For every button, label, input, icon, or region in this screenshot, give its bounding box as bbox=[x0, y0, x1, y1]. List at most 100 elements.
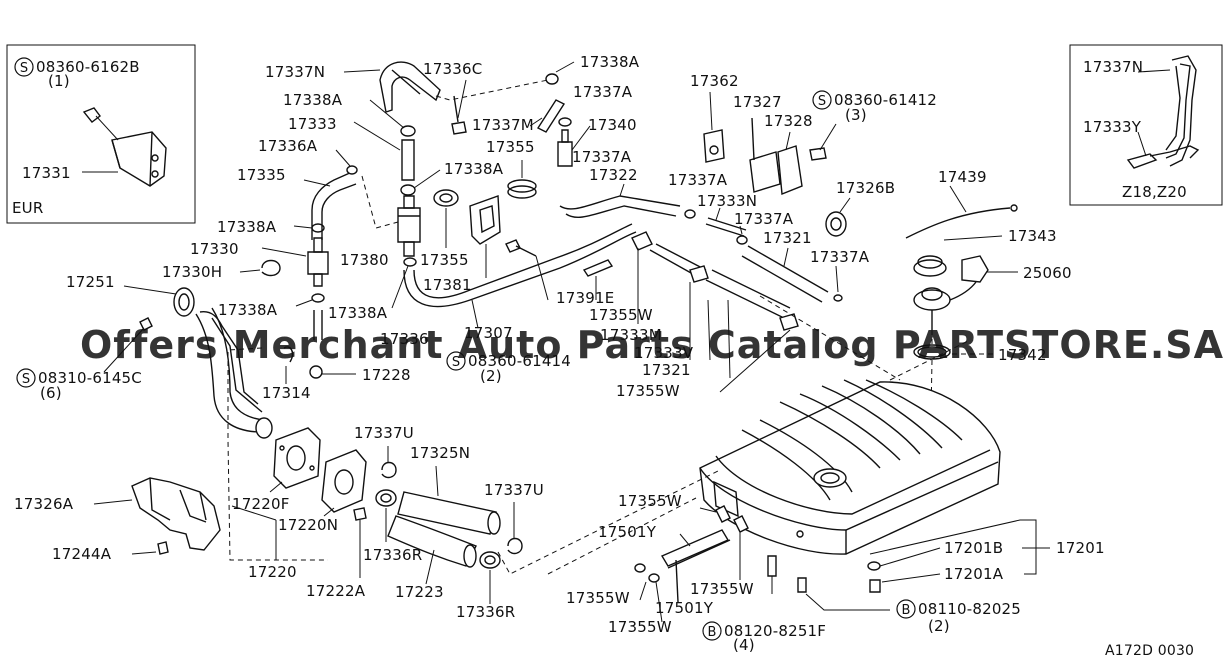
clamp-17355-lower bbox=[433, 189, 459, 248]
label-p17336r_2: 17336R bbox=[456, 603, 515, 621]
circle-letter-b_08120_8251f: B bbox=[708, 625, 717, 640]
label-p17333v: 17333V bbox=[634, 344, 694, 362]
z18-z20-inset-frame bbox=[1069, 44, 1223, 206]
filler-tube bbox=[195, 307, 273, 439]
hose-17321 bbox=[741, 245, 829, 303]
sender-cable-17439 bbox=[905, 185, 1018, 239]
circle-marker-b_08110_82025 bbox=[896, 599, 916, 619]
label-p17337u_1: 17337U bbox=[354, 424, 414, 442]
label-q_4: (4) bbox=[733, 636, 755, 654]
label-p17201b: 17201B bbox=[944, 539, 1003, 557]
clamp-17336r-b bbox=[479, 551, 501, 604]
watermark: Offers Merchant Auto Parts Catalog PARTS… bbox=[80, 323, 1224, 367]
label-p17228: 17228 bbox=[362, 366, 411, 384]
label-p17336a: 17336A bbox=[258, 137, 318, 155]
label-b_08120_8251f: 08120-8251F bbox=[724, 622, 826, 640]
label-q_2_b: (2) bbox=[928, 617, 950, 635]
hose-17335 bbox=[303, 171, 357, 240]
label-p17220: 17220 bbox=[248, 563, 297, 581]
hose-17228 bbox=[309, 310, 356, 379]
label-p17439: 17439 bbox=[938, 168, 987, 186]
dashed-routing bbox=[227, 79, 549, 561]
label-p17337n_b: 17337N bbox=[1083, 58, 1143, 76]
label-p17337a_1: 17337A bbox=[573, 83, 633, 101]
clamp-17337u-b bbox=[507, 502, 523, 555]
label-p17337n: 17337N bbox=[265, 63, 325, 81]
connector-25060 bbox=[949, 255, 1018, 301]
label-p17333y: 17333Y bbox=[1083, 118, 1142, 136]
vent-hoses-17501y bbox=[660, 529, 731, 603]
label-p17244a: 17244A bbox=[52, 545, 112, 563]
clamps-17355w-lower bbox=[634, 563, 663, 623]
hose-17322 bbox=[559, 183, 681, 218]
valve-17340 bbox=[557, 117, 591, 167]
label-p17343: 17343 bbox=[1008, 227, 1057, 245]
circle-letter-s_08310_6145c: S bbox=[22, 372, 30, 387]
label-p17325n: 17325N bbox=[410, 444, 470, 462]
label-p17222a: 17222A bbox=[306, 582, 366, 600]
label-p17326a: 17326A bbox=[14, 495, 74, 513]
shield-17326a bbox=[93, 477, 221, 551]
clip-17391e bbox=[582, 259, 614, 300]
label-eur: EUR bbox=[12, 199, 43, 217]
screw-08310-6145c bbox=[103, 317, 153, 373]
label-p17322: 17322 bbox=[589, 166, 638, 184]
cap-17343 bbox=[913, 235, 1003, 277]
label-q_1_a: (1) bbox=[48, 72, 70, 90]
circle-marker-s_08360_61414 bbox=[446, 351, 466, 371]
bracket-17381 bbox=[469, 195, 501, 278]
label-b_08110_82025: 08110-82025 bbox=[918, 600, 1021, 618]
label-p17340: 17340 bbox=[588, 116, 637, 134]
label-s_08360_6162b: 08360-6162B bbox=[36, 58, 140, 76]
label-p17321_2: 17321 bbox=[642, 361, 691, 379]
eur-inset-frame bbox=[6, 44, 196, 224]
label-p17355_2: 17355 bbox=[420, 251, 469, 269]
label-p17337a_3: 17337A bbox=[668, 171, 728, 189]
bolt-08360-61412 bbox=[809, 123, 837, 161]
circle-marker-s_08310_6145c bbox=[16, 368, 36, 388]
tank-fittings bbox=[699, 505, 890, 611]
filler-neck-z18-z20 bbox=[1126, 55, 1200, 169]
label-p17355w_1: 17355W bbox=[589, 306, 653, 324]
lines-17333 bbox=[631, 231, 799, 393]
label-p17251: 17251 bbox=[66, 273, 115, 291]
label-p17333: 17333 bbox=[288, 115, 337, 133]
label-p17337m: 17337M bbox=[472, 116, 534, 134]
label-p17337a_4: 17337A bbox=[734, 210, 794, 228]
label-p17342: 17342 bbox=[998, 346, 1047, 364]
label-q_6: (6) bbox=[40, 384, 62, 402]
drain-17201 bbox=[867, 519, 1050, 593]
label-p17330: 17330 bbox=[190, 240, 239, 258]
label-p17391e: 17391E bbox=[556, 289, 614, 307]
breather-hose-17333 bbox=[353, 121, 415, 181]
clamp-17355 bbox=[507, 160, 537, 199]
fuel-filter-17380 bbox=[397, 195, 421, 257]
label-p17381: 17381 bbox=[423, 276, 472, 294]
label-p17330h: 17330H bbox=[162, 263, 222, 281]
label-p17335: 17335 bbox=[237, 166, 286, 184]
clamp-17337u-a bbox=[381, 446, 397, 479]
label-p17337a_2: 17337A bbox=[572, 148, 632, 166]
circle-letter-b_08110_82025: B bbox=[902, 603, 911, 618]
grommet-17326b bbox=[825, 197, 851, 237]
label-p17501y_2: 17501Y bbox=[655, 599, 714, 617]
label-p17355w_5: 17355W bbox=[566, 589, 630, 607]
label-p25060: 25060 bbox=[1023, 264, 1072, 282]
label-p17328: 17328 bbox=[764, 112, 813, 130]
label-p17338a_3: 17338A bbox=[444, 160, 504, 178]
label-p17333n: 17333N bbox=[697, 192, 757, 210]
label-p17338a_2: 17338A bbox=[283, 91, 343, 109]
label-p17355w_6: 17355W bbox=[608, 618, 672, 636]
label-p17223: 17223 bbox=[395, 583, 444, 601]
label-p17501y_1: 17501Y bbox=[598, 523, 657, 541]
clamps-17337a bbox=[684, 209, 843, 302]
rod-17333n bbox=[705, 207, 747, 237]
hose-17223 bbox=[387, 515, 477, 585]
circle-marker-s_08360_61412 bbox=[812, 90, 832, 110]
label-p17201: 17201 bbox=[1056, 539, 1105, 557]
label-p17338a_6: 17338A bbox=[328, 304, 388, 322]
label-p17307: 17307 bbox=[464, 324, 513, 342]
label-p17355w_4: 17355W bbox=[690, 580, 754, 598]
hose-17314 bbox=[283, 346, 294, 384]
